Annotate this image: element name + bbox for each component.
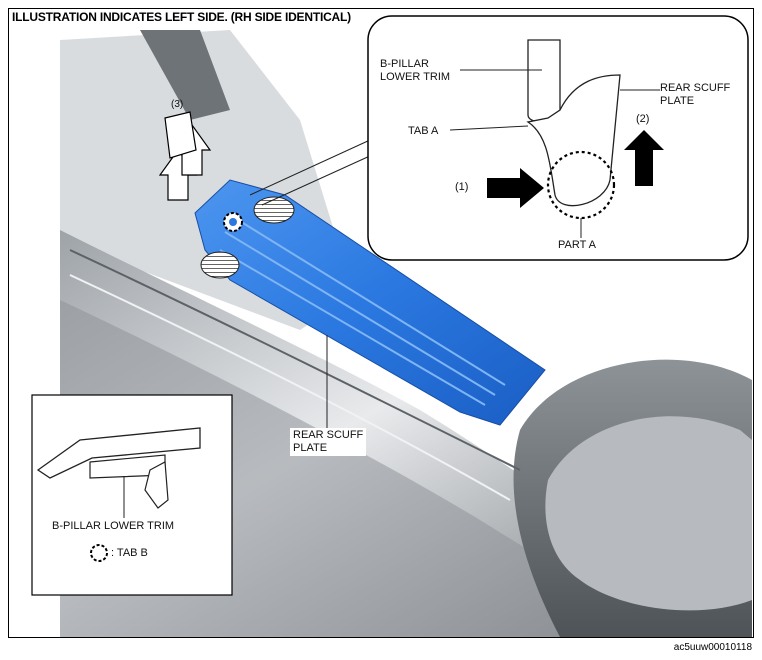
clip-hatch-upper [253,196,295,224]
inset-box [31,394,233,596]
figure-code: ac5uuw00010118 [673,642,752,653]
inset-tab-b-icon [90,544,108,562]
clip-hatch-lower [200,251,240,279]
detail-b-pillar-trim [527,39,561,124]
label-rear-scuff-plate-top: REAR SCUFF PLATE [660,82,731,107]
label-rear-scuff-plate-main: REAR SCUFF PLATE [290,428,367,456]
sill-edge-line-2 [69,274,511,501]
inset-trim-label: B-PILLAR LOWER TRIM [52,520,175,532]
arrow-step-2 [624,130,664,186]
label-step-1: (1) [455,181,469,193]
illustration-title: ILLUSTRATION INDICATES LEFT SIDE. (RH SI… [10,10,355,25]
arrow-step-1 [487,168,544,208]
detail-part-a-circle [546,150,616,220]
sill-edge-line [69,249,521,471]
detail-scuff-plate [526,74,621,207]
inset-tab-sketch [144,461,169,509]
label-part-a: PART A [558,239,596,251]
body-lower-dark [60,300,752,637]
pillar-dark [140,30,230,120]
label-tab-a: TAB A [408,125,439,137]
inset-legend-label: : TAB B [111,547,148,559]
arrow-step-3 [158,111,212,201]
wheel-arch-inner [545,416,752,611]
label-step-3: (3) [171,99,184,110]
label-b-pillar-lower-trim-top: B-PILLAR LOWER TRIM [380,58,451,83]
leader-detail [249,139,371,196]
label-step-2: (2) [636,113,650,125]
inset-trim-sketch [36,427,201,479]
